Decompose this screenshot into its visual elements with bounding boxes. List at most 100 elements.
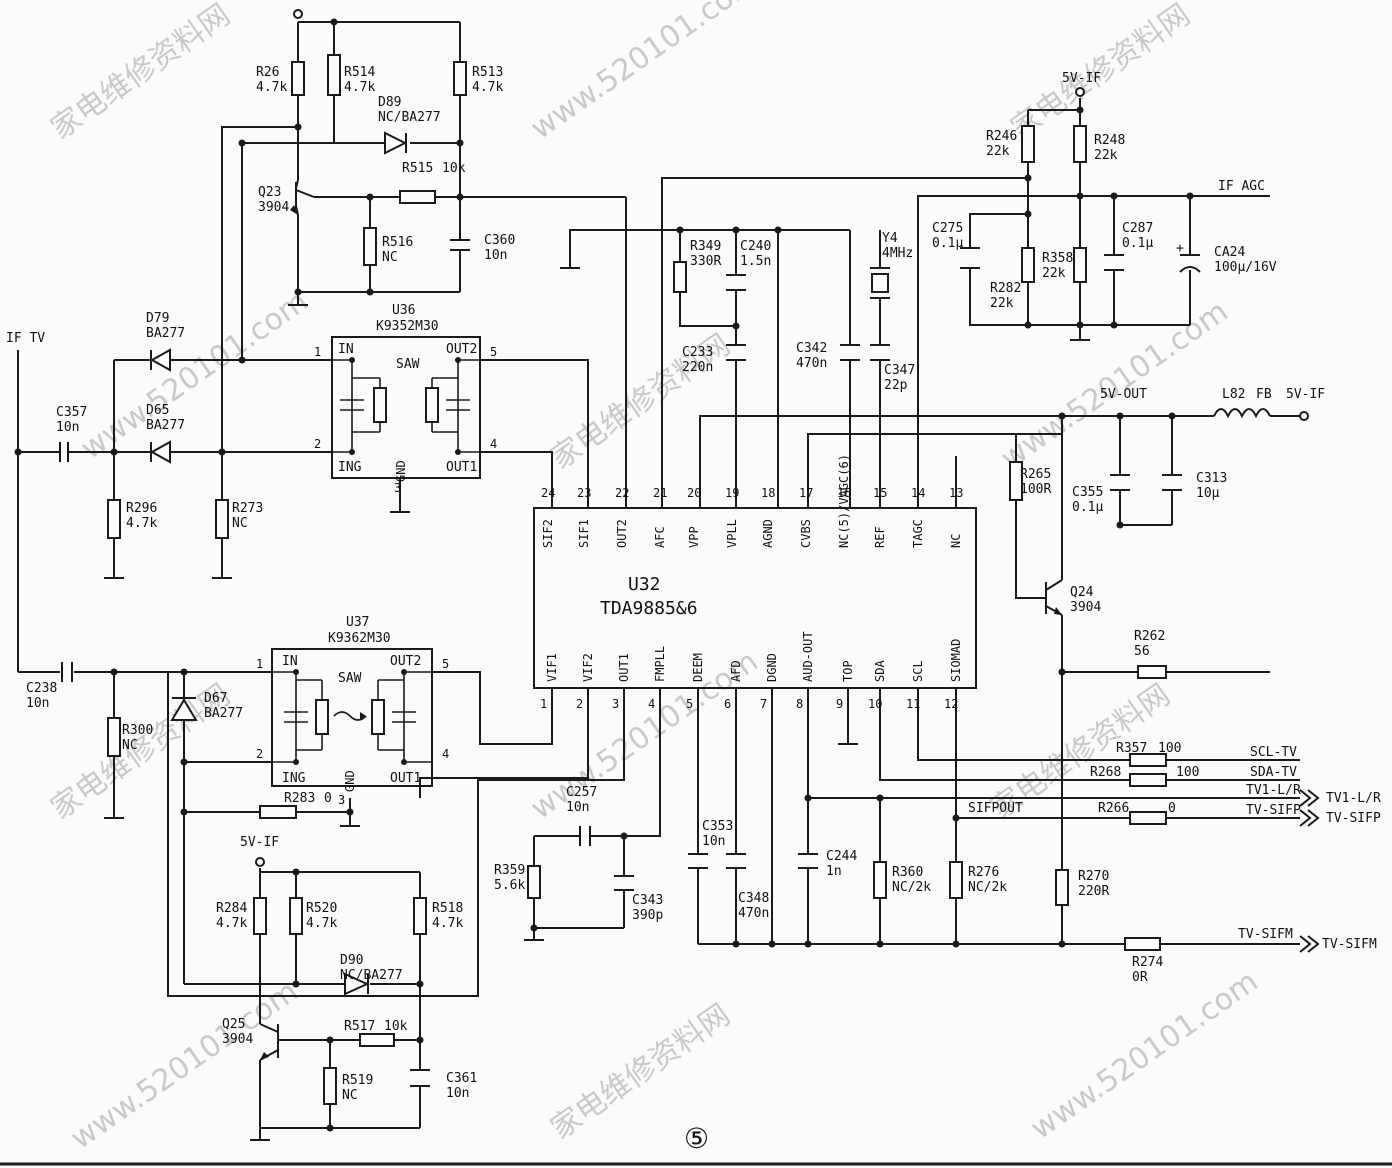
u36-out2-label: OUT2 xyxy=(446,342,477,357)
c343-value: 390p xyxy=(632,908,663,923)
r517-value: 10k xyxy=(384,1019,408,1034)
ic-pin-number: 23 xyxy=(577,486,591,500)
power-terminals xyxy=(255,9,1309,867)
ic-pin-number: 15 xyxy=(873,486,887,500)
ic-pin-number: 2 xyxy=(576,697,583,711)
ic-pin-number: 8 xyxy=(796,697,803,711)
net-tv-sifp-out: TV-SIFP xyxy=(1326,811,1381,826)
net-sifpout: SIFPOUT xyxy=(968,801,1023,816)
u36-part: K9352M30 xyxy=(376,319,439,334)
u37-pin3: 3 xyxy=(338,793,345,807)
y4-value: 4MHz xyxy=(882,246,913,261)
saw-filter-u36: IN ING SAW OUT2 OUT1 GND 1 2 3 4 5 U36 K… xyxy=(314,303,497,495)
r274-ref: R274 xyxy=(1132,955,1163,970)
ic-pin-number: 13 xyxy=(949,486,963,500)
r357-ref: R357 xyxy=(1116,741,1147,756)
resistor-r283-body xyxy=(259,805,297,819)
c353-value: 10n xyxy=(702,834,725,849)
resistor-r349-body xyxy=(673,261,687,293)
q23-ref: Q23 xyxy=(258,185,281,200)
r26-ref: R26 xyxy=(256,65,279,80)
ic-pin-name: AGND xyxy=(761,519,775,548)
u36-pin1: 1 xyxy=(314,345,321,359)
c343-ref: C343 xyxy=(632,893,663,908)
r300-ref: R300 xyxy=(122,723,153,738)
r268-value: 100 xyxy=(1176,765,1199,780)
resistor-r262-body xyxy=(1137,665,1167,679)
r514-value: 4.7k xyxy=(344,80,375,95)
c257-ref: C257 xyxy=(566,785,597,800)
q23-value: 3904 xyxy=(258,200,289,215)
ground-symbols xyxy=(104,267,1090,1141)
c313-value: 10μ xyxy=(1196,486,1220,501)
r248-value: 22k xyxy=(1094,148,1118,163)
r518-ref: R518 xyxy=(432,901,463,916)
c360-ref: C360 xyxy=(484,233,515,248)
watermark-text: www.520101.com xyxy=(75,284,315,467)
d67-value: BA277 xyxy=(204,706,243,721)
resistor-r517-body xyxy=(359,1033,395,1047)
ic-pin-number: 14 xyxy=(911,486,925,500)
d79-ref: D79 xyxy=(146,311,169,326)
r349-value: 330R xyxy=(690,254,721,269)
net-tv-sifm-out: TV-SIFM xyxy=(1322,937,1377,952)
c353-ref: C353 xyxy=(702,819,733,834)
r273-value: NC xyxy=(232,516,248,531)
net-5v-if-right: 5V-IF xyxy=(1286,387,1325,402)
r246-value: 22k xyxy=(986,144,1010,159)
ic-pin-name: NC xyxy=(949,534,963,548)
ic-pin-number: 21 xyxy=(653,486,667,500)
c355-ref: C355 xyxy=(1072,485,1103,500)
resistor-r520-body xyxy=(289,897,303,935)
u36-pin3: 3 xyxy=(394,481,401,495)
u36-saw-label: SAW xyxy=(396,357,420,372)
resistor-r300-body xyxy=(107,717,121,757)
resistor-r518-body xyxy=(413,897,427,935)
r358-ref: R358 xyxy=(1042,251,1073,266)
c240-value: 1.5n xyxy=(740,254,771,269)
c347-ref: C347 xyxy=(884,363,915,378)
ic-pin-name: VIF2 xyxy=(581,653,595,682)
ic-pin-number: 12 xyxy=(944,697,958,711)
u36-pin5: 5 xyxy=(490,345,497,359)
c244-ref: C244 xyxy=(826,849,857,864)
r359-value: 5.6k xyxy=(494,878,525,893)
c275-value: 0.1μ xyxy=(932,236,963,251)
ic-pin-name: AFC xyxy=(653,526,667,548)
d67-ref: D67 xyxy=(204,691,227,706)
ic-pin-name: REF xyxy=(873,526,887,548)
ic-pin-name: FMPLL xyxy=(653,646,667,682)
c348-value: 470n xyxy=(738,906,769,921)
c257-value: 10n xyxy=(566,800,589,815)
c342-ref: C342 xyxy=(796,341,827,356)
ic-pin-name: DEEM xyxy=(691,653,705,682)
ic-pin-number: 20 xyxy=(687,486,701,500)
ic-pin-name: VIF1 xyxy=(545,653,559,682)
r513-ref: R513 xyxy=(472,65,503,80)
u36-in-label: IN xyxy=(338,342,354,357)
ic-pin-labels: 24SIF223SIF122OUT221AFC20VPP19VPLL18AGND… xyxy=(540,454,963,711)
resistor-r514-body xyxy=(327,54,341,96)
net-tv1-lr-in: TV1-L/R xyxy=(1246,783,1301,798)
